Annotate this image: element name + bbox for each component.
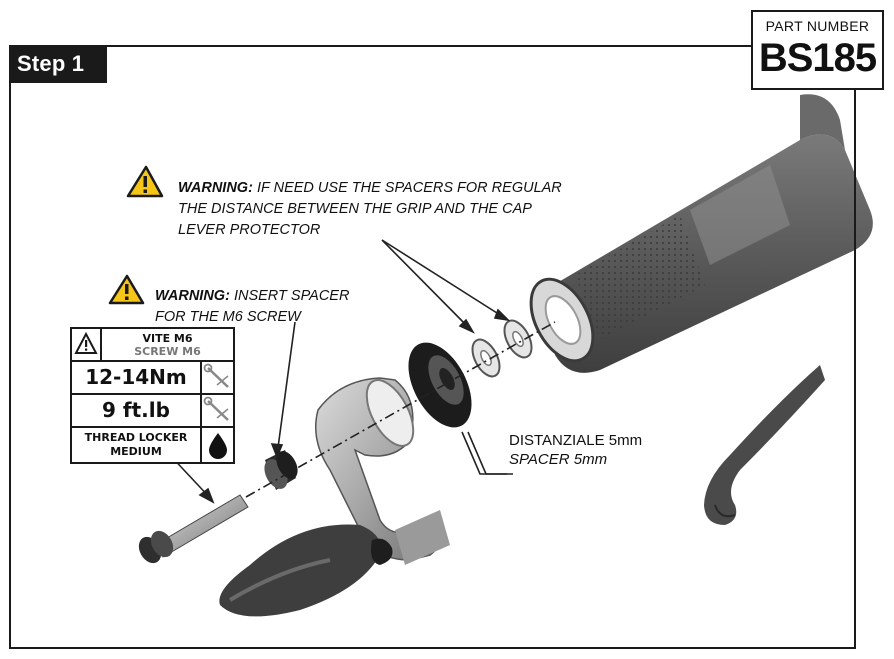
torque-nm: 12-14Nm	[85, 365, 187, 389]
spec-row-torque-nm: 12-14Nm	[72, 362, 233, 395]
screw-spec-table: VITE M6 SCREW M6 12-14Nm 9 ft.lb THREAD …	[70, 327, 235, 464]
spacer-5mm-label: DISTANZIALE 5mm SPACER 5mm	[509, 431, 642, 469]
part-number-box: PART NUMBER BS185	[751, 10, 884, 90]
warning-line: WARNING: IF NEED USE THE SPACERS FOR REG…	[178, 178, 618, 199]
wrench-icon	[203, 363, 229, 388]
warning-triangle-icon	[108, 274, 145, 305]
step-label: Step 1	[9, 45, 107, 83]
spec-row-torque-ftlb: 9 ft.lb	[72, 395, 233, 428]
warning-spacers-note: WARNING: IF NEED USE THE SPACERS FOR REG…	[178, 178, 618, 241]
thread-locker: THREAD LOCKER MEDIUM	[72, 431, 200, 459]
small-spacer-left	[471, 338, 501, 378]
brake-lever	[704, 365, 825, 525]
torque-ftlb: 9 ft.lb	[102, 398, 170, 422]
handlebar-grip	[529, 94, 873, 373]
screw-name-it: VITE M6	[142, 332, 193, 345]
thread-locker-line1: THREAD LOCKER	[84, 431, 188, 444]
part-number-title: PART NUMBER	[765, 18, 870, 34]
lever-protector	[219, 377, 450, 617]
part-number-code: BS185	[758, 36, 877, 80]
thread-locker-line2: MEDIUM	[110, 445, 162, 458]
screw-name-en: SCREW M6	[134, 345, 201, 358]
warning-text: INSERT SPACER	[233, 288, 350, 304]
spec-row-screw: VITE M6 SCREW M6	[72, 329, 233, 362]
warning-text: IF NEED USE THE SPACERS FOR REGULAR	[256, 180, 562, 196]
thread-locker-cell: THREAD LOCKER MEDIUM	[72, 428, 202, 462]
screw-m6	[138, 494, 249, 564]
warning-line: WARNING: INSERT SPACER	[155, 286, 395, 307]
assembly-axis-line	[245, 321, 556, 498]
m6-spacer	[264, 450, 298, 490]
spec-icon-cell	[72, 329, 102, 360]
warning-line: FOR THE M6 SCREW	[155, 309, 301, 325]
torque-nm-cell: 12-14Nm	[72, 362, 202, 393]
torque-ftlb-cell: 9 ft.lb	[72, 395, 202, 426]
spec-row-thread-locker: THREAD LOCKER MEDIUM	[72, 428, 233, 462]
warning-line: THE DISTANCE BETWEEN THE GRIP AND THE CA…	[178, 201, 532, 217]
warning-line: LEVER PROTECTOR	[178, 222, 321, 238]
warning-keyword: WARNING:	[178, 180, 253, 196]
spacer-label-it: DISTANZIALE 5mm	[509, 432, 643, 449]
leader-lines	[167, 239, 513, 504]
spacer-label-en: SPACER 5mm	[509, 451, 608, 468]
small-spacer-right	[503, 319, 533, 359]
warning-m6-spacer-note: WARNING: INSERT SPACER FOR THE M6 SCREW	[155, 286, 395, 328]
spacer-5mm	[408, 342, 472, 428]
warning-outline-icon	[74, 331, 98, 354]
instruction-frame	[9, 45, 856, 649]
screw-name: VITE M6 SCREW M6	[102, 332, 233, 358]
warning-keyword: WARNING:	[155, 288, 230, 304]
wrench-icon	[203, 396, 229, 421]
drop-icon	[209, 433, 227, 459]
warning-triangle-icon	[126, 165, 164, 198]
